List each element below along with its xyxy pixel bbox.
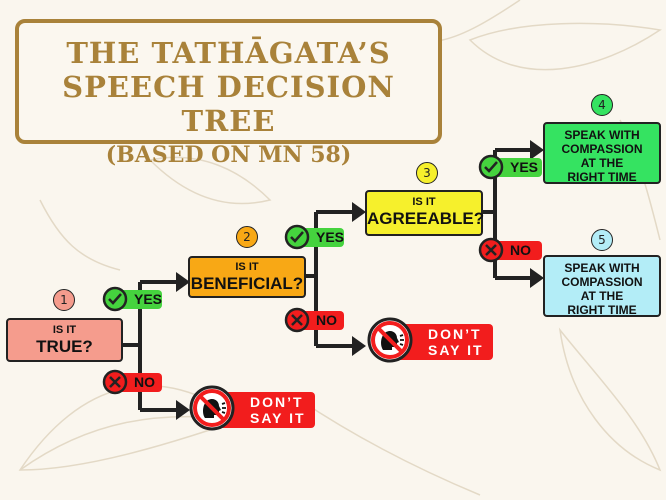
step-number-2: 2 — [236, 226, 258, 248]
question-is-it-agreeable: IS IT AGREEABLE? — [365, 190, 485, 236]
question-1-small: IS IT — [52, 324, 77, 336]
question-is-it-beneficial: IS IT BENEFICIAL? — [188, 256, 306, 298]
x-icon — [284, 307, 310, 333]
answer-4-line-1: SPEAK WITH — [564, 128, 640, 142]
title-line-2: SPEECH DECISION TREE — [62, 70, 395, 138]
step-number-5: 5 — [591, 229, 613, 251]
title-box: THE TATHĀGATA’S SPEECH DECISION TREE (BA… — [15, 19, 442, 168]
answer-5-line-1: SPEAK WITH — [564, 261, 640, 275]
title-line-1: THE TATHĀGATA’S — [66, 36, 391, 70]
answer-5-line-2: COMPASSION — [561, 275, 643, 289]
question-2-small: IS IT — [235, 261, 259, 273]
no-tag-2: NO — [284, 307, 344, 333]
no-speaking-icon — [367, 317, 413, 363]
x-icon — [102, 369, 128, 395]
no-tag-1: NO — [102, 369, 162, 395]
dont-line-2: SAY IT — [428, 342, 484, 358]
step-number-1: 1 — [53, 289, 75, 311]
dont-say-it-badge-1: DON’T SAY IT — [189, 385, 315, 431]
answer-speak-with-compassion-4: SPEAK WITH COMPASSION AT THE RIGHT TIME — [543, 122, 661, 184]
answer-speak-with-compassion-5: SPEAK WITH COMPASSION AT THE RIGHT TIME — [543, 255, 661, 317]
dont-line-1: DON’T — [250, 394, 304, 410]
yes-label-1: YES — [134, 291, 163, 307]
no-label-1: NO — [134, 374, 155, 390]
question-3-big: AGREEABLE? — [367, 209, 485, 228]
no-label-3: NO — [510, 242, 531, 258]
yes-tag-1: YES — [102, 286, 163, 312]
question-is-it-true: IS IT TRUE? — [6, 318, 123, 362]
answer-4-line-2: COMPASSION — [561, 142, 643, 156]
x-icon — [478, 237, 504, 263]
dont-line-2: SAY IT — [250, 410, 306, 426]
yes-tag-3: YES — [478, 154, 542, 180]
answer-4-line-3: AT THE — [580, 156, 624, 170]
question-1-big: TRUE? — [36, 337, 93, 356]
dont-say-it-badge-2: DON’T SAY IT — [367, 317, 493, 363]
yes-label-3: YES — [510, 159, 539, 175]
step-number-3: 3 — [416, 162, 438, 184]
answer-5-line-4: RIGHT TIME — [567, 303, 637, 317]
question-3-small: IS IT — [412, 196, 436, 208]
step-number-4: 4 — [591, 94, 613, 116]
question-2-big: BENEFICIAL? — [190, 274, 304, 293]
dont-line-1: DON’T — [428, 326, 482, 342]
title-line-3: (BASED ON MN 58) — [105, 142, 352, 168]
yes-label-2: YES — [316, 229, 345, 245]
yes-tag-2: YES — [284, 224, 345, 250]
check-icon — [102, 286, 128, 312]
answer-5-line-3: AT THE — [580, 289, 624, 303]
no-speaking-icon — [189, 385, 235, 431]
check-icon — [478, 154, 504, 180]
check-icon — [284, 224, 310, 250]
no-label-2: NO — [316, 312, 337, 328]
no-tag-3: NO — [478, 237, 542, 263]
answer-4-line-4: RIGHT TIME — [567, 170, 637, 184]
